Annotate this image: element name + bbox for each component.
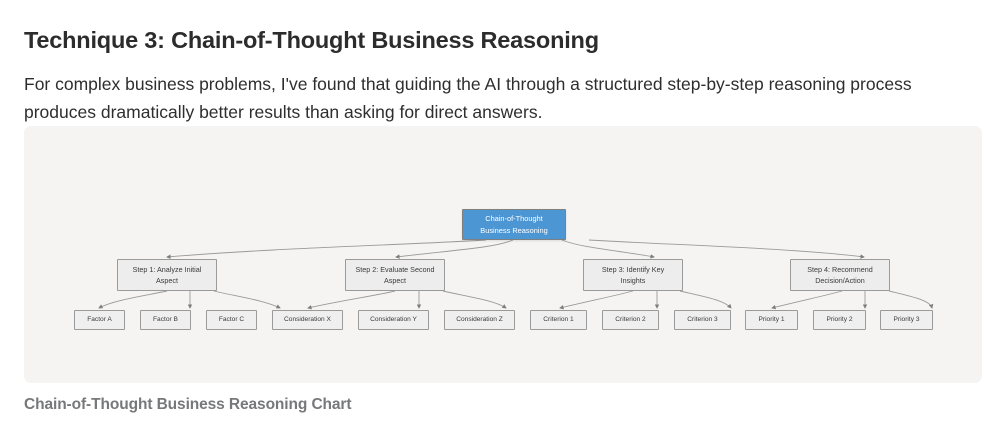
diagram-node-factor-c[interactable]: Factor C	[206, 310, 257, 330]
diagram-node-criterion-2[interactable]: Criterion 2	[602, 310, 659, 330]
edge-root-step3	[561, 239, 655, 259]
diagram-node-priority-1[interactable]: Priority 1	[745, 310, 798, 330]
diagram-node-priority-3-label: Priority 3	[893, 316, 920, 324]
diagram-node-priority-3[interactable]: Priority 3	[880, 310, 933, 330]
edge-root-step4	[588, 239, 865, 259]
diagram-node-priority-2[interactable]: Priority 2	[813, 310, 866, 330]
diagram-node-priority-1-label: Priority 1	[758, 316, 785, 324]
diagram-node-root[interactable]: Chain-of-Thought Business Reasoning	[462, 209, 566, 240]
diagram-node-consideration-y[interactable]: Consideration Y	[358, 310, 429, 330]
diagram-node-criterion-3-label: Criterion 3	[687, 316, 718, 324]
edge-step4-priority-3	[888, 290, 934, 309]
diagram-node-priority-2-label: Priority 2	[826, 316, 853, 324]
edge-step3-criterion-3	[679, 290, 732, 309]
article-intro-paragraph: For complex business problems, I've foun…	[24, 73, 912, 122]
edge-step4-priority-1	[771, 290, 843, 310]
diagram-node-consideration-z-label: Consideration Z	[456, 316, 503, 324]
edge-step1-factor-c	[213, 290, 281, 309]
diagram-node-consideration-z[interactable]: Consideration Z	[444, 310, 515, 330]
page-title: Technique 3: Chain-of-Thought Business R…	[24, 26, 599, 53]
edge-root-step2	[395, 239, 514, 259]
diagram-node-step2-label: Step 2: Evaluate Second Aspect	[355, 264, 435, 285]
diagram-node-criterion-3[interactable]: Criterion 3	[674, 310, 731, 330]
edge-root-step1	[166, 239, 487, 259]
diagram-edge-layer	[98, 239, 934, 310]
diagram-node-criterion-1[interactable]: Criterion 1	[530, 310, 587, 330]
diagram-node-step3[interactable]: Step 3: Identify Key Insights	[583, 259, 683, 291]
edge-step2-consideration-x	[307, 290, 396, 310]
diagram-node-step1[interactable]: Step 1: Analyze Initial Aspect	[117, 259, 217, 291]
diagram-panel: Chain-of-Thought Business Reasoning Step…	[24, 126, 982, 383]
diagram-node-consideration-x-label: Consideration X	[284, 316, 331, 324]
diagram-node-step4-label: Step 4: Recommend Decision/Action	[807, 264, 873, 285]
diagram-node-criterion-2-label: Criterion 2	[615, 316, 646, 324]
diagram-node-factor-b-label: Factor B	[153, 316, 178, 324]
diagram-node-consideration-x[interactable]: Consideration X	[272, 310, 343, 330]
diagram-node-step3-label: Step 3: Identify Key Insights	[601, 264, 665, 285]
diagram-node-factor-a[interactable]: Factor A	[74, 310, 125, 330]
edge-step2-consideration-z	[442, 290, 507, 309]
diagram-node-criterion-1-label: Criterion 1	[543, 316, 574, 324]
edge-step3-criterion-1	[559, 290, 634, 310]
diagram-node-factor-a-label: Factor A	[87, 316, 112, 324]
edge-step1-factor-a	[98, 290, 168, 309]
diagram-node-step4[interactable]: Step 4: Recommend Decision/Action	[790, 259, 890, 291]
diagram-node-root-label: Chain-of-Thought Business Reasoning	[480, 214, 548, 235]
diagram-node-factor-b[interactable]: Factor B	[140, 310, 191, 330]
diagram-node-consideration-y-label: Consideration Y	[370, 316, 417, 324]
figure-caption: Chain-of-Thought Business Reasoning Char…	[24, 396, 352, 413]
diagram-node-step2[interactable]: Step 2: Evaluate Second Aspect	[345, 259, 445, 291]
diagram-canvas: Chain-of-Thought Business Reasoning Step…	[24, 126, 982, 383]
diagram-node-step1-label: Step 1: Analyze Initial Aspect	[132, 264, 202, 285]
diagram-node-factor-c-label: Factor C	[218, 316, 245, 324]
